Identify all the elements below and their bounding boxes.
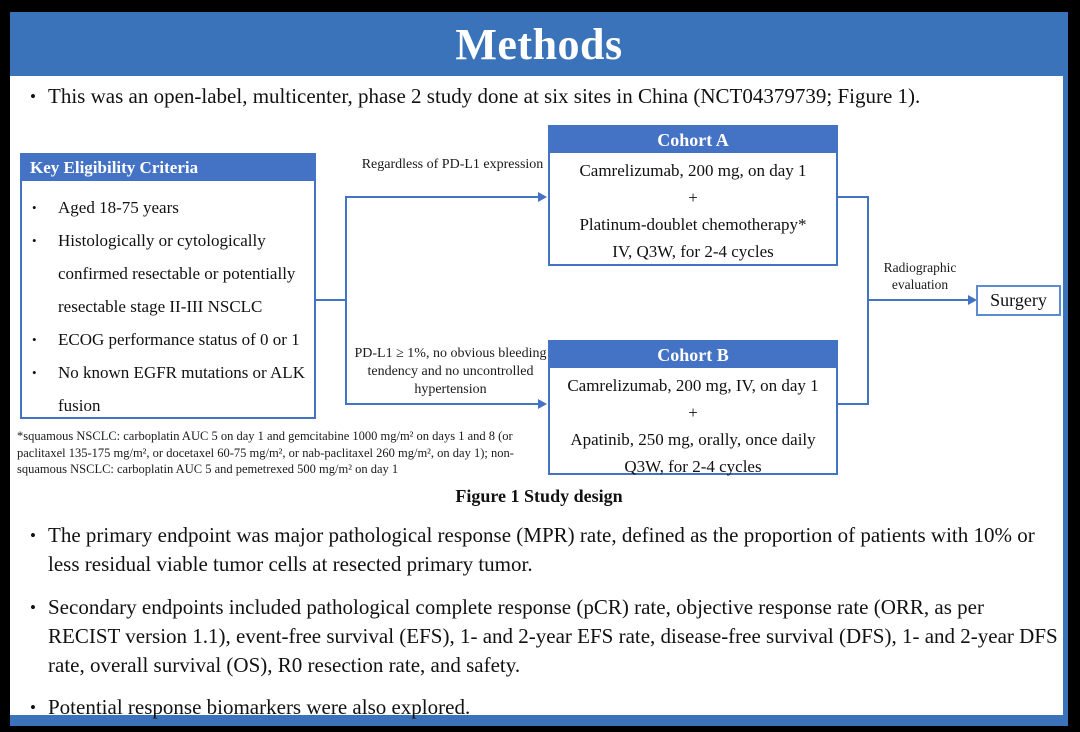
- connector-cohort-b-stub: [838, 403, 869, 405]
- bullet-primary-text: The primary endpoint was major pathologi…: [48, 523, 1035, 576]
- bullet-marker: •: [32, 233, 37, 248]
- cohort-b-box: Cohort B Camrelizumab, 200 mg, IV, on da…: [548, 340, 838, 476]
- branch-label-cohort-a: Regardless of PD-L1 expression: [361, 157, 544, 172]
- bullet-marker: •: [30, 526, 36, 545]
- bullet-biomarkers-text: Potential response biomarkers were also …: [48, 695, 471, 719]
- eligibility-header: Key Eligibility Criteria: [22, 155, 314, 181]
- eligibility-item: • No known EGFR mutations or ALK fusion: [32, 356, 308, 422]
- bullet-intro-text: This was an open-label, multicenter, pha…: [48, 84, 921, 108]
- cohort-b-header: Cohort B: [550, 342, 836, 368]
- figure-caption: Figure 1 Study design: [455, 486, 623, 506]
- cohort-a-header: Cohort A: [550, 127, 836, 153]
- branch-label-cohort-b: PD-L1 ≥ 1%, no obvious bleeding tendency…: [354, 346, 547, 397]
- page-title: Methods: [455, 19, 623, 69]
- eligibility-box: Key Eligibility Criteria • Aged 18-75 ye…: [20, 153, 316, 419]
- connector-left-vertical: [345, 196, 347, 405]
- bullet-secondary-text: Secondary endpoints included pathologica…: [48, 595, 1058, 677]
- bullet-marker: •: [30, 698, 36, 717]
- cohort-a-box: Cohort A Camrelizumab, 200 mg, on day 1 …: [548, 125, 838, 266]
- connector-cohort-a-stub: [838, 196, 869, 198]
- bullet-primary-endpoint: • The primary endpoint was major patholo…: [18, 521, 1058, 579]
- bullet-secondary-endpoints: • Secondary endpoints included pathologi…: [18, 593, 1058, 680]
- connector-eligibility-stub: [316, 299, 347, 301]
- right-border-strip: [1063, 76, 1068, 726]
- eligibility-item: • ECOG performance status of 0 or 1: [32, 323, 308, 356]
- eligibility-item: • Aged 18-75 years: [32, 191, 308, 224]
- surgery-box: Surgery: [976, 285, 1061, 316]
- chemotherapy-footnote: *squamous NSCLC: carboplatin AUC 5 on da…: [17, 429, 514, 476]
- arrow-to-cohort-a: [345, 192, 547, 202]
- bullet-biomarkers: • Potential response biomarkers were als…: [18, 693, 1058, 722]
- eligibility-item: • Histologically or cytologically confir…: [32, 224, 308, 323]
- surgery-label: Surgery: [990, 290, 1047, 310]
- cohort-a-body: Camrelizumab, 200 mg, on day 1 + Platinu…: [579, 161, 807, 261]
- bullet-intro: • This was an open-label, multicenter, p…: [18, 82, 1058, 111]
- bottom-border-strip: [10, 715, 1068, 726]
- arrow-to-surgery: [867, 295, 977, 305]
- cohort-b-body: Camrelizumab, 200 mg, IV, on day 1 + Apa…: [567, 376, 819, 476]
- radiographic-evaluation-label: Radiographic evaluation: [883, 260, 957, 292]
- bullet-marker: •: [30, 87, 36, 106]
- bullet-marker: •: [32, 332, 37, 347]
- slide-title-bar: Methods: [10, 12, 1068, 76]
- arrow-to-cohort-b: [345, 399, 547, 409]
- bullet-marker: •: [32, 200, 37, 215]
- bullet-marker: •: [32, 365, 37, 380]
- slide: Methods • This was an open-label, multic…: [10, 12, 1068, 726]
- eligibility-list: • Aged 18-75 years • Histologically or c…: [22, 181, 314, 422]
- bullet-marker: •: [30, 598, 36, 617]
